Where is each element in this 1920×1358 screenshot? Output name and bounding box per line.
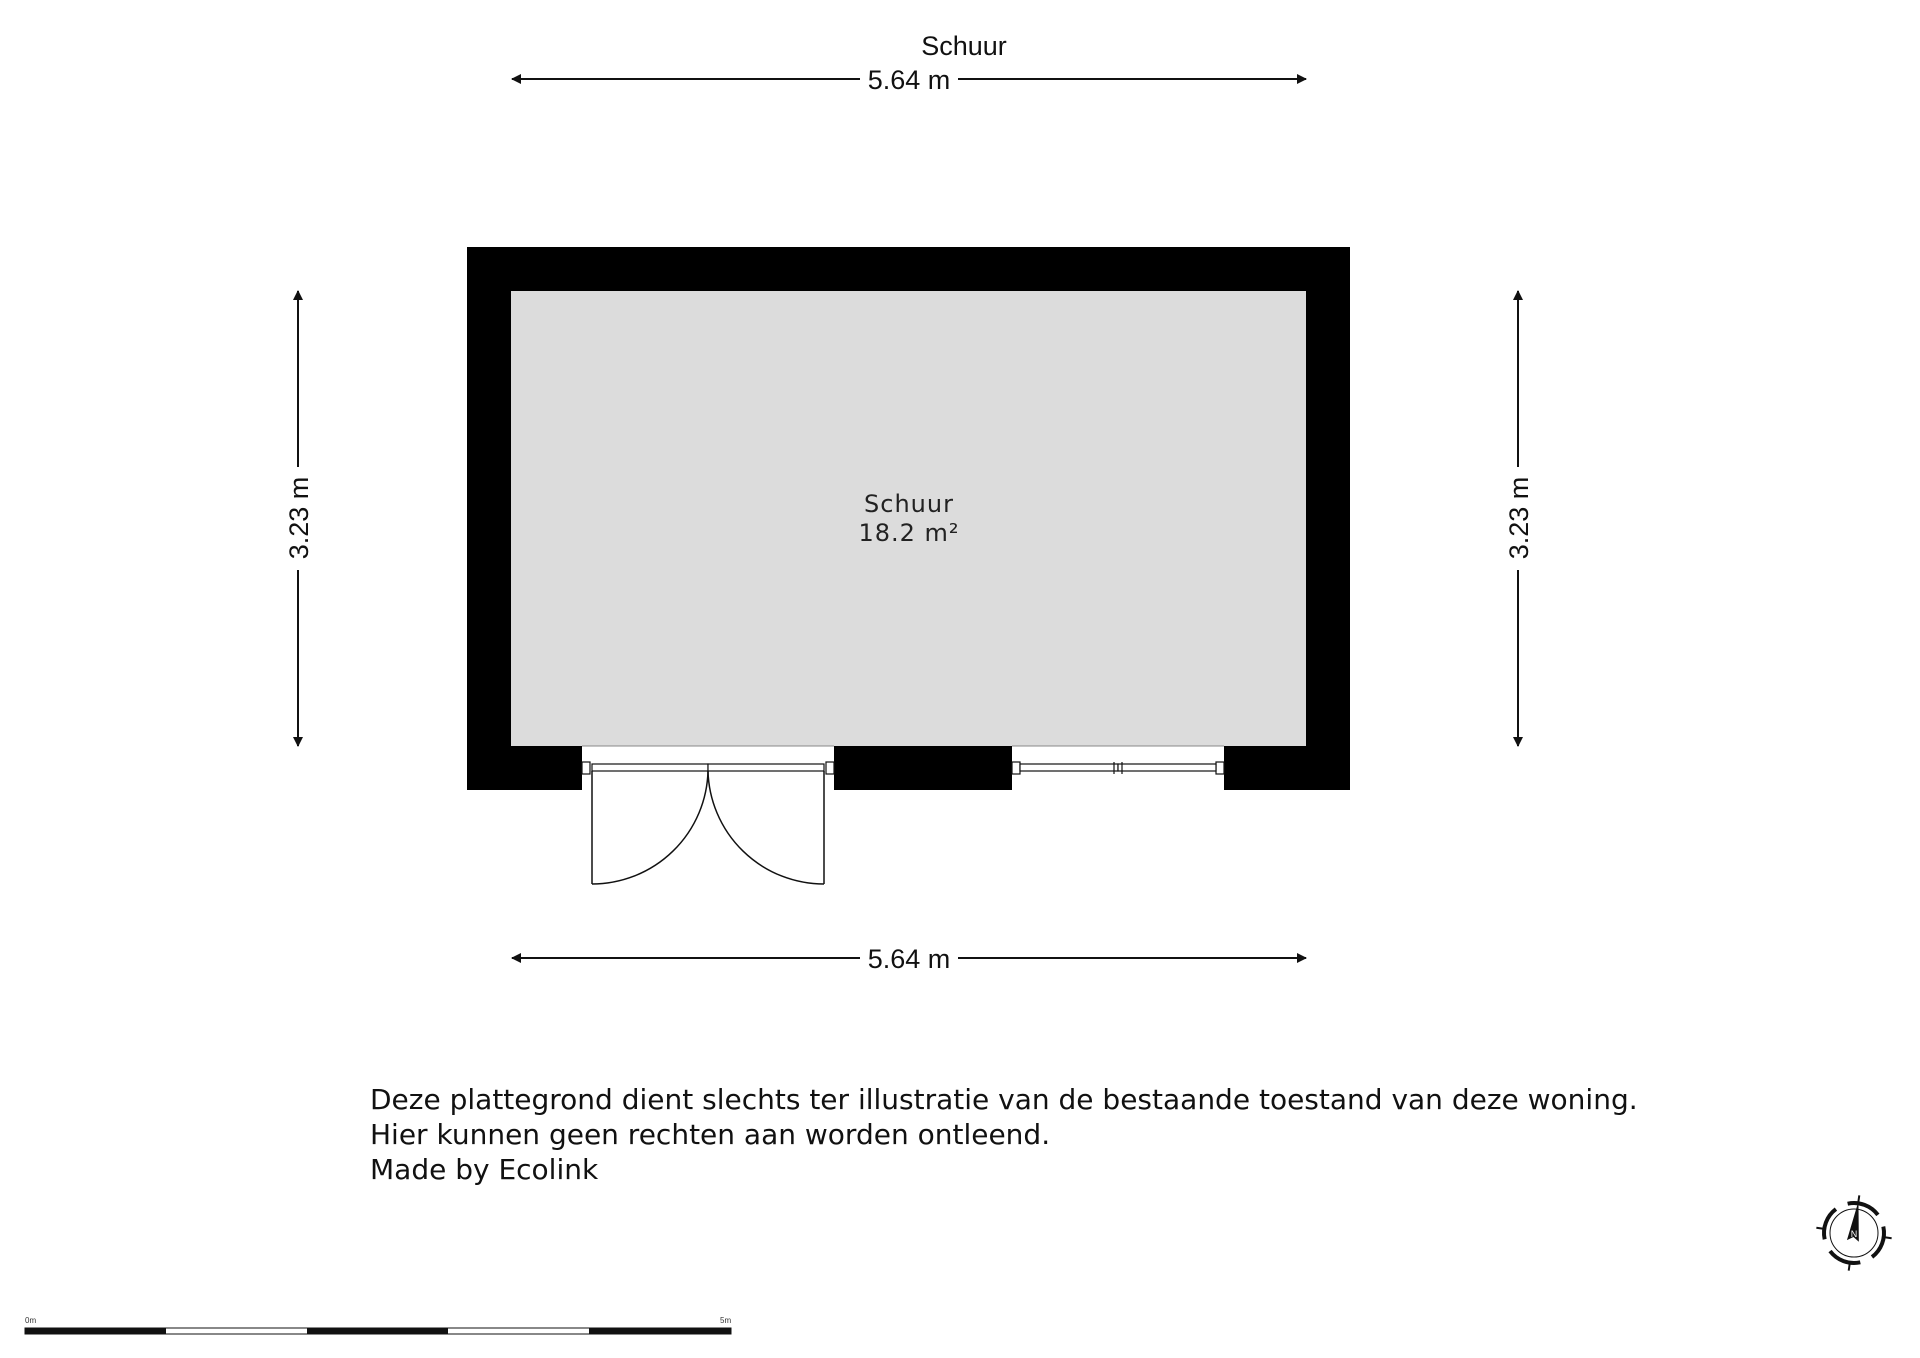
dimension-top: 5.64 m — [511, 65, 1307, 95]
room-name: Schuur — [864, 490, 954, 518]
double-door — [581, 745, 835, 885]
room-floor — [511, 291, 1306, 746]
dimension-left: 3.23 m — [284, 290, 314, 747]
scale-start-label: 0m — [25, 1316, 36, 1325]
compass-icon: N — [1816, 1195, 1892, 1271]
dimension-right: 3.23 m — [1504, 290, 1534, 747]
plan-title: Schuur — [921, 31, 1007, 61]
window — [1011, 745, 1225, 790]
scale-bar: 0m 5m — [24, 1316, 732, 1335]
dimension-right-label: 3.23 m — [1504, 477, 1534, 560]
disclaimer-line-2: Hier kunnen geen rechten aan worden ontl… — [370, 1118, 1051, 1151]
disclaimer-line-3: Made by Ecolink — [370, 1153, 599, 1186]
scale-end-label: 5m — [720, 1316, 731, 1325]
disclaimer-line-1: Deze plattegrond dient slechts ter illus… — [370, 1083, 1638, 1116]
dimension-bottom: 5.64 m — [511, 944, 1307, 974]
disclaimer: Deze plattegrond dient slechts ter illus… — [370, 1082, 1638, 1187]
dimension-top-label: 5.64 m — [868, 65, 951, 95]
dimension-bottom-label: 5.64 m — [868, 944, 951, 974]
compass-label: N — [1851, 1229, 1858, 1239]
dimension-left-label: 3.23 m — [284, 477, 314, 560]
room-area: 18.2 m² — [858, 519, 959, 547]
